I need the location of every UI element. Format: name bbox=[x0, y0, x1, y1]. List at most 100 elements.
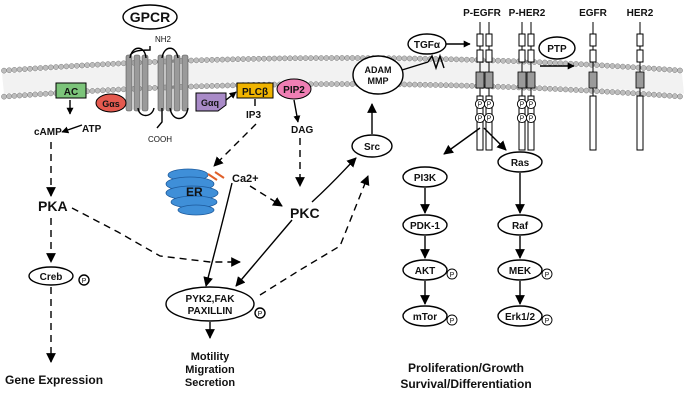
lipid-head bbox=[656, 92, 663, 98]
lipid-head bbox=[214, 56, 220, 63]
phospho-mark: P bbox=[483, 112, 495, 124]
lipid-head bbox=[422, 81, 429, 88]
ras-label: Ras bbox=[511, 158, 530, 169]
lipid-head bbox=[53, 64, 59, 70]
svg-text:P: P bbox=[529, 116, 534, 123]
lipid-head bbox=[115, 60, 122, 67]
phospho-mark: P bbox=[474, 98, 486, 110]
erk-label: Erk1/2 bbox=[505, 312, 535, 323]
gpcr-helix bbox=[165, 54, 173, 112]
ptp-label: PTP bbox=[547, 44, 567, 55]
lipid-head bbox=[115, 86, 122, 93]
lipid-head bbox=[333, 55, 340, 61]
gene-expression-label: Gene Expression bbox=[5, 373, 103, 387]
lipid-head bbox=[110, 61, 116, 67]
her2-label: HER2 bbox=[627, 8, 654, 19]
gas-label: Gαs bbox=[102, 99, 120, 109]
lipid-head bbox=[105, 87, 111, 93]
pi3k-label: PI3K bbox=[414, 173, 437, 184]
gpcr-intracellular-loops bbox=[137, 107, 189, 120]
gaq-to-plcb-arrow bbox=[225, 91, 237, 101]
lipid-head bbox=[344, 55, 351, 61]
lipid-head bbox=[573, 61, 579, 67]
lipid-head bbox=[32, 91, 39, 98]
lipid-head bbox=[339, 81, 345, 87]
svg-text:P: P bbox=[450, 272, 455, 279]
p-egfr-receptor: PP bbox=[474, 22, 486, 151]
lipid-head bbox=[417, 81, 423, 88]
lipid-head bbox=[614, 63, 621, 70]
lipid-head bbox=[11, 67, 18, 73]
lipid-head bbox=[547, 85, 553, 92]
egfr-to-ras-arrow bbox=[483, 127, 507, 151]
svg-text:P: P bbox=[520, 102, 525, 109]
lipid-head bbox=[94, 61, 101, 68]
lipid-head bbox=[510, 84, 517, 91]
lipid-head bbox=[266, 55, 273, 62]
lipid-head bbox=[287, 55, 293, 62]
lipid-head bbox=[401, 81, 408, 88]
lipid-head bbox=[594, 62, 600, 68]
lipid-head bbox=[646, 91, 652, 98]
lipid-head bbox=[505, 58, 512, 64]
lipid-head bbox=[443, 56, 449, 62]
lipid-head bbox=[557, 86, 564, 92]
lipid-head bbox=[188, 83, 194, 90]
lipid-head bbox=[604, 88, 611, 95]
lipid-head bbox=[417, 55, 423, 62]
creb-phospho: P bbox=[78, 274, 90, 286]
lipid-head bbox=[84, 62, 90, 68]
er-cisterna bbox=[177, 204, 215, 216]
ras-node: Ras bbox=[497, 151, 543, 173]
lipid-head bbox=[469, 57, 475, 63]
pdk1-label: PDK-1 bbox=[410, 221, 440, 232]
gaq-shape bbox=[195, 92, 227, 112]
lipid-head bbox=[469, 83, 475, 89]
plasma-membrane bbox=[1, 55, 684, 100]
pyk2-label: PYK2,FAK bbox=[186, 294, 236, 305]
lipid-head bbox=[463, 56, 470, 63]
ptp-oval bbox=[538, 36, 576, 60]
adam-to-tgfa-link bbox=[401, 61, 429, 71]
lipid-head bbox=[271, 55, 278, 62]
lipid-head bbox=[198, 83, 205, 89]
lipid-head bbox=[307, 55, 314, 61]
gaq-complex: Gαq PLCβ PIP2 bbox=[195, 78, 312, 112]
p-her2-receptor: PP bbox=[516, 22, 528, 151]
lipid-head bbox=[94, 87, 101, 94]
lipid-head bbox=[6, 93, 12, 100]
lipid-head bbox=[224, 56, 231, 63]
svg-text:P: P bbox=[82, 278, 87, 285]
raf-node: Raf bbox=[497, 214, 543, 236]
lipid-head bbox=[151, 85, 158, 91]
lipid-head bbox=[193, 57, 200, 64]
lipid-head bbox=[625, 90, 631, 96]
lipid-head bbox=[604, 62, 611, 69]
lipid-head bbox=[583, 87, 590, 94]
lipid-head bbox=[229, 56, 236, 63]
lipid-head bbox=[79, 62, 85, 69]
svg-text:P: P bbox=[545, 318, 550, 325]
lipid-head bbox=[495, 83, 501, 90]
lipid-head bbox=[552, 86, 559, 92]
lipid-head bbox=[37, 91, 44, 97]
gpcr-helix bbox=[173, 54, 181, 112]
lipid-head bbox=[661, 66, 668, 73]
lipid-head bbox=[240, 56, 246, 62]
ca-label: Ca2+ bbox=[232, 173, 259, 185]
gpcr-helix bbox=[125, 54, 133, 112]
lipid-head bbox=[68, 63, 75, 69]
gas-oval bbox=[95, 93, 127, 113]
pka-to-pyk2-arrow bbox=[71, 207, 241, 267]
lipid-head bbox=[500, 58, 507, 64]
dag-label: DAG bbox=[291, 125, 313, 136]
lipid-head bbox=[625, 64, 631, 70]
lipid-head bbox=[651, 65, 657, 72]
lipid-head bbox=[203, 57, 210, 63]
lipid-head bbox=[6, 67, 12, 74]
lipid-head bbox=[443, 82, 449, 88]
lipid-head bbox=[302, 55, 309, 61]
